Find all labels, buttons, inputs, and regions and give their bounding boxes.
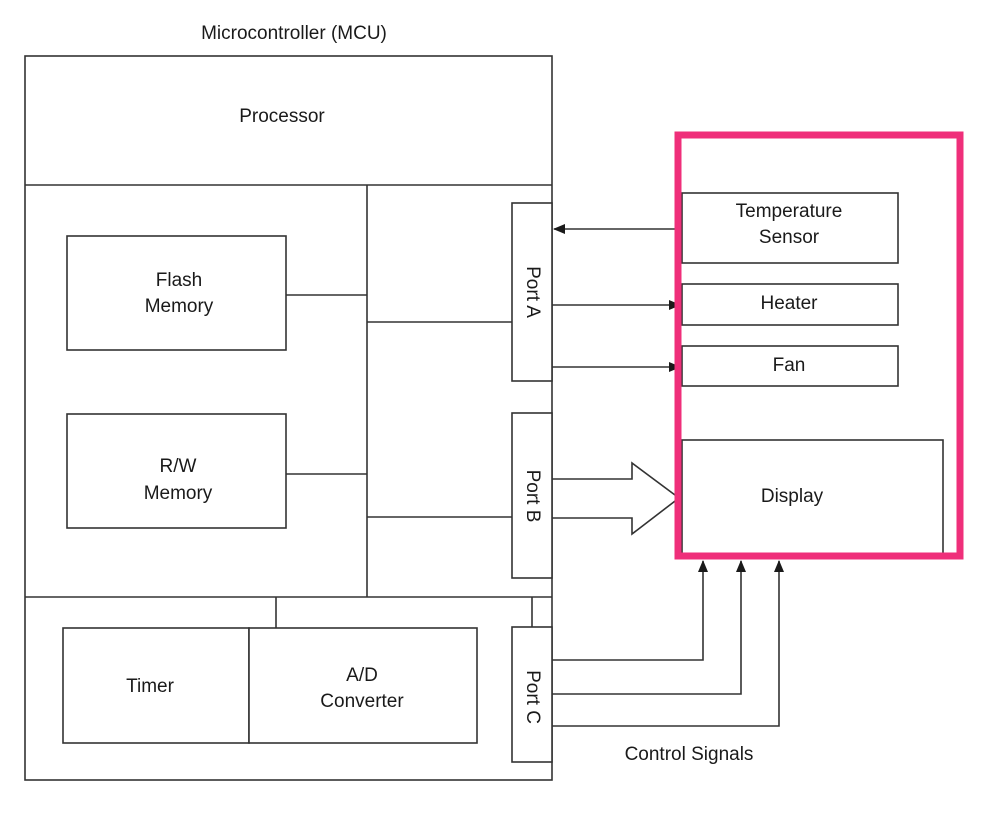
fan-block (681, 345, 899, 387)
timer-block (62, 627, 250, 744)
port-b-label: Port B (522, 470, 543, 523)
fan-label: Fan (773, 355, 806, 376)
display-block (681, 439, 944, 555)
port-b-block (511, 412, 553, 579)
port-c-label: Port C (522, 670, 543, 724)
temperature-sensor-block (681, 192, 899, 264)
mcu-title: Microcontroller (MCU) (201, 23, 387, 44)
temperature-sensor-label-line2: Sensor (759, 227, 820, 248)
peripherals-highlight (674, 131, 964, 560)
rw-memory-block (66, 413, 287, 529)
port-a-label: Port A (522, 266, 543, 318)
rw-memory-label-line2: Memory (144, 483, 213, 504)
port-b-to-display-bus-arrow (552, 461, 681, 536)
timer-label: Timer (126, 676, 175, 697)
control-signal-2-arrow (552, 560, 746, 695)
flash-memory-label-line2: Memory (145, 296, 214, 317)
control-signal-3-arrow (552, 560, 784, 727)
heater-label: Heater (760, 293, 818, 314)
flash-memory-label-line1: Flash (156, 270, 202, 291)
heater-block (681, 283, 899, 326)
temperature-sensor-label-line1: Temperature (736, 201, 843, 222)
flash-memory-block (66, 235, 287, 351)
port-c-block (511, 626, 553, 763)
port-a-block (511, 202, 553, 382)
control-signal-1-arrow (552, 560, 708, 661)
processor-label: Processor (239, 106, 325, 127)
display-label: Display (761, 486, 824, 507)
ad-converter-label-line1: A/D (346, 665, 378, 686)
ad-converter-label-line2: Converter (320, 691, 404, 712)
ad-converter-block (248, 627, 478, 744)
control-signals-label: Control Signals (625, 744, 754, 765)
rw-memory-label-line1: R/W (160, 456, 197, 477)
